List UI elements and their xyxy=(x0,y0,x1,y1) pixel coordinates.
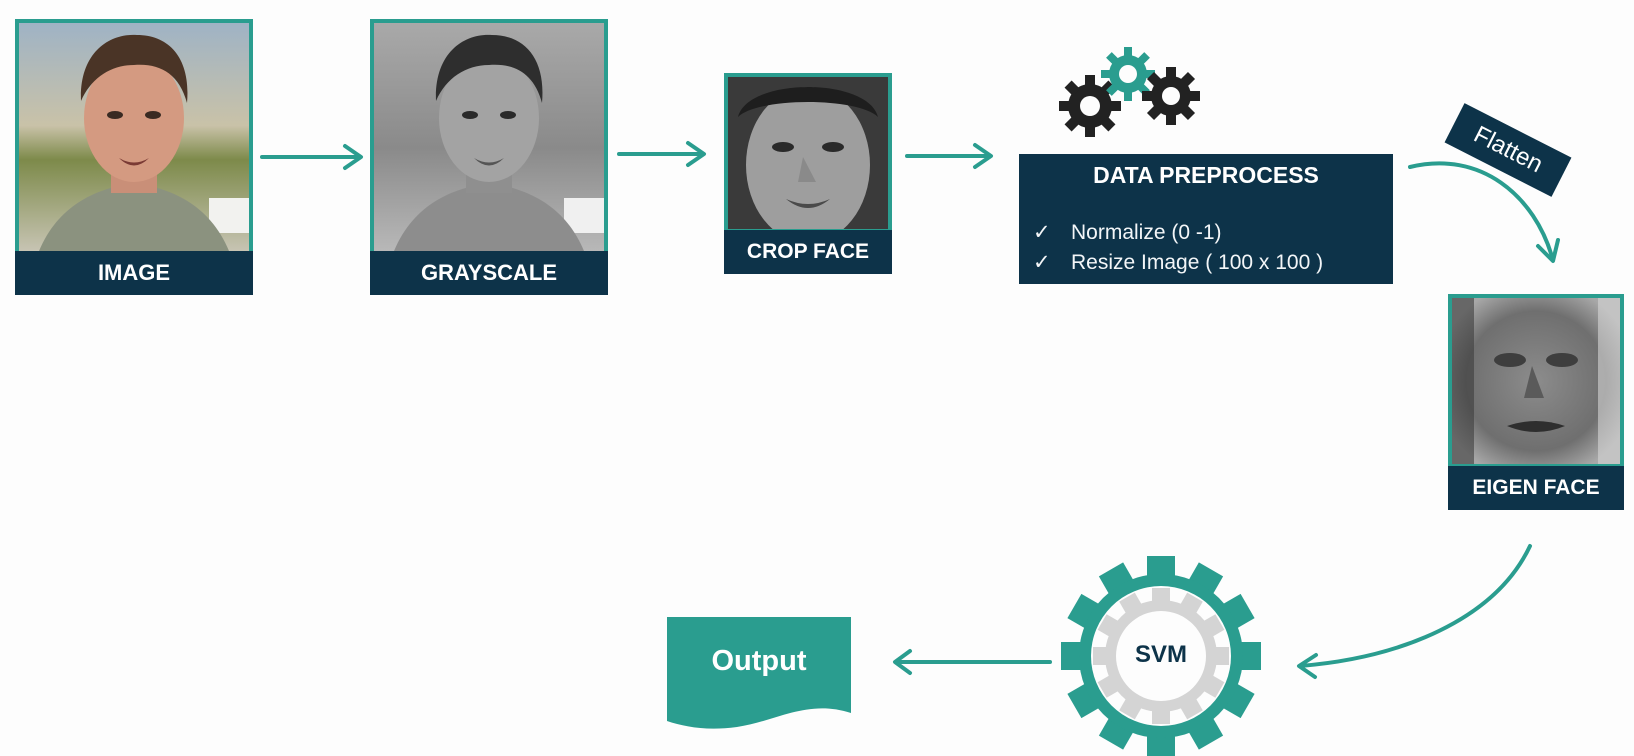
svm-gear-icon xyxy=(1061,556,1261,756)
preprocess-item-label: Resize Image ( 100 x 100 ) xyxy=(1071,251,1324,274)
svm-label: SVM xyxy=(1134,641,1187,668)
checkmark-icon: ✓ xyxy=(1033,221,1051,244)
arrow-eigen-to-svm xyxy=(1297,544,1532,679)
arrow-crop-to-preprocess xyxy=(905,143,993,169)
eigen-face-image xyxy=(1448,294,1624,468)
arrow-image-to-grayscale xyxy=(260,144,363,170)
gears-icon xyxy=(1059,47,1200,137)
step-label-crop-face: CROP FACE xyxy=(724,230,892,274)
step-label-eigen-face: EIGEN FACE xyxy=(1448,466,1624,510)
cropped-face-photo xyxy=(724,73,892,233)
step-label-image: IMAGE xyxy=(15,251,253,295)
checkmark-icon: ✓ xyxy=(1033,251,1051,274)
grayscale-photo xyxy=(370,19,608,255)
preprocess-item-resize: ✓ Resize Image ( 100 x 100 ) xyxy=(1033,250,1323,275)
output-document-icon xyxy=(667,617,851,729)
preprocess-item-normalize: ✓ Normalize (0 -1) xyxy=(1033,220,1222,245)
preprocess-item-label: Normalize (0 -1) xyxy=(1071,221,1222,244)
original-photo xyxy=(15,19,253,255)
flatten-label: Flatten xyxy=(1444,103,1572,197)
output-label: Output xyxy=(711,645,807,677)
step-label-grayscale: GRAYSCALE xyxy=(370,251,608,295)
arrow-grayscale-to-crop xyxy=(617,141,706,167)
data-preprocess-panel: DATA PREPROCESS ✓ Normalize (0 -1) ✓ Resiz… xyxy=(1019,154,1393,284)
preprocess-title: DATA PREPROCESS xyxy=(1093,162,1319,188)
arrow-svm-to-output xyxy=(893,649,1052,675)
